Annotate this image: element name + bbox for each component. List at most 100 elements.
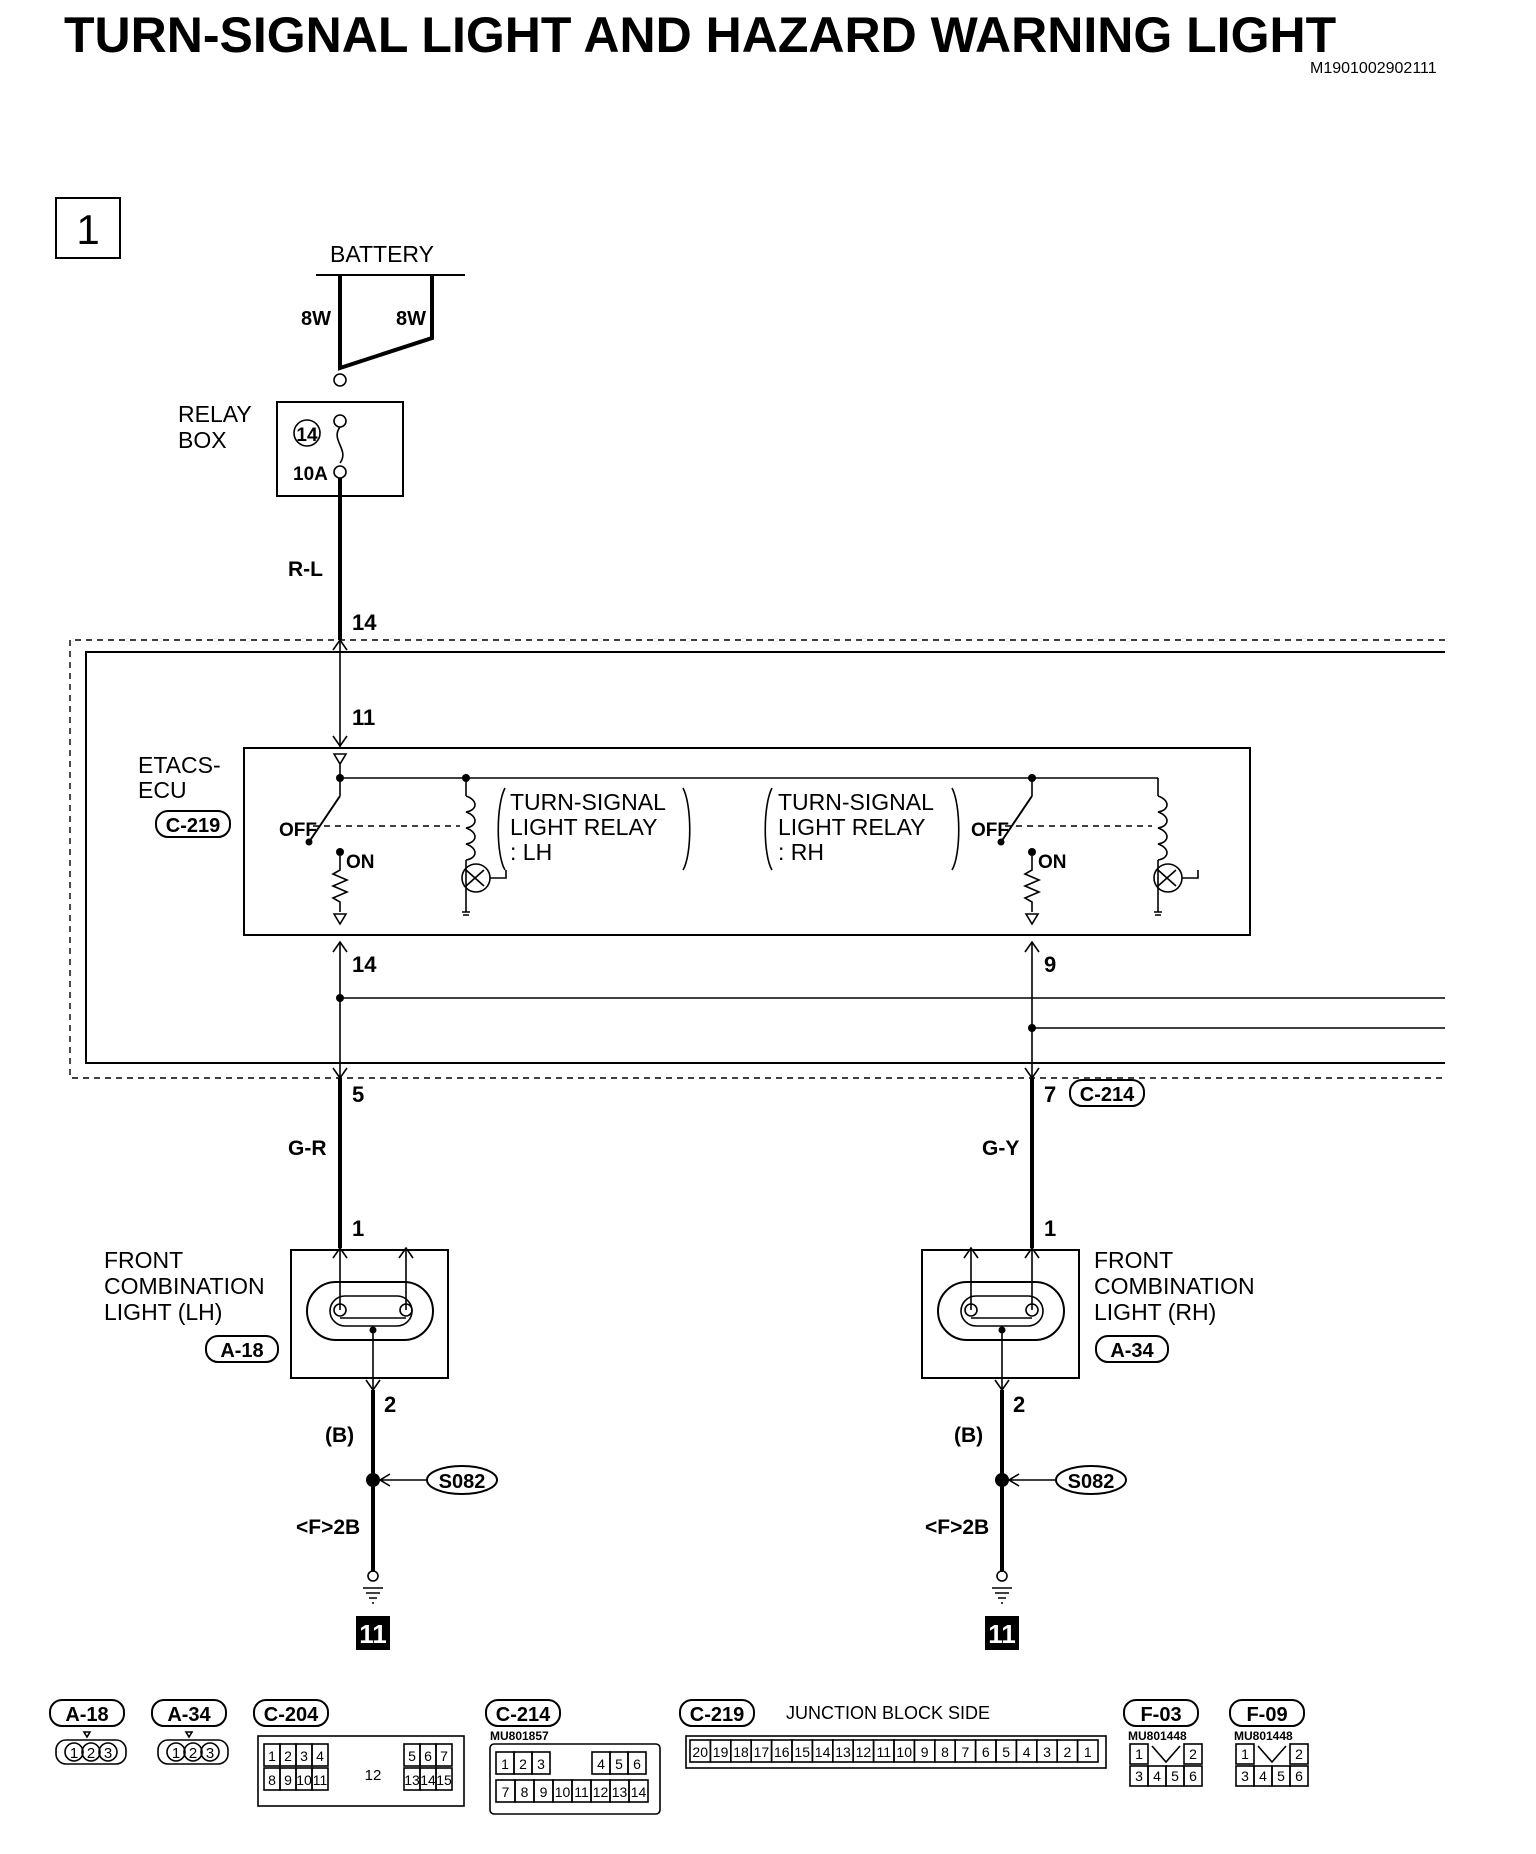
document-code: M1901002902111 — [1310, 60, 1437, 77]
lh-filament-2 — [399, 1303, 413, 1317]
conn-a18-pin: 2 — [87, 1745, 95, 1762]
conn-f09-name: F-09 — [1246, 1704, 1287, 1726]
front-lh-label-3: LIGHT (LH) — [104, 1299, 222, 1325]
lh-relay-label-3: : LH — [510, 839, 552, 865]
conn-c214-pin: 6 — [633, 1756, 641, 1772]
conn-c204-pin-cell — [435, 1743, 453, 1767]
rh-light-arrow-1 — [963, 1246, 979, 1259]
conn-f03-key — [1151, 1745, 1181, 1764]
rh-switch-off-contact — [997, 838, 1005, 846]
lh-transistor-leads — [465, 869, 507, 887]
conn-f03-name: F-03 — [1140, 1704, 1181, 1726]
pin-11: 11 — [352, 705, 375, 730]
lh-ground-ref: 11 — [359, 1619, 387, 1649]
conn-a34-name: A-34 — [167, 1704, 211, 1726]
conn-c204-pin-cell — [311, 1767, 329, 1791]
conn-c214-pin: 14 — [631, 1784, 647, 1800]
rh-bulb-leads — [970, 1250, 1033, 1310]
conn-a34-pin-ring — [183, 1742, 203, 1762]
lh-ground-point-label: <F>2B — [296, 1516, 360, 1539]
conn-a18-name: A-18 — [65, 1704, 108, 1726]
lh-resistor — [330, 856, 350, 912]
front-rh-connector: A-34 — [1110, 1340, 1154, 1362]
rh-splice-node — [995, 1473, 1009, 1487]
front-rh-connector-badge — [1095, 1335, 1169, 1363]
lh-ground-wire-label: (B) — [325, 1424, 354, 1447]
conn-a18-pin: 3 — [104, 1745, 112, 1762]
pin-9: 9 — [1044, 952, 1056, 977]
rh-splice-label: S082 — [1068, 1471, 1115, 1493]
conn-c219-pin: 2 — [1064, 1744, 1072, 1760]
lh-relay-paren-left — [497, 787, 506, 871]
fuse-number-circle — [293, 419, 321, 447]
rh-light-arrow-2 — [1024, 1246, 1040, 1259]
rh-ground-wire-label: (B) — [954, 1424, 983, 1447]
rh-relay-label-1: TURN-SIGNAL — [778, 789, 934, 815]
conn-a18-pin-ring — [64, 1742, 84, 1762]
lh-switch-on-contact — [336, 848, 344, 856]
rh-splice-pointer — [1007, 1473, 1055, 1487]
conn-f09-pin: 4 — [1259, 1768, 1267, 1784]
conn-c214-body — [489, 1743, 661, 1815]
rh-relay-coil — [1157, 795, 1168, 861]
conn-c204-pin: 9 — [284, 1772, 292, 1788]
conn-c214-pin-cell — [628, 1779, 649, 1803]
conn-c219-pin: 3 — [1043, 1744, 1051, 1760]
front-rh-label-2: COMBINATION — [1094, 1273, 1255, 1299]
conn-c214-pin: 9 — [540, 1784, 548, 1800]
rh-ground-terminal — [996, 1570, 1008, 1582]
conn-a18-pin: 1 — [70, 1745, 78, 1762]
lh-light-arrow-1 — [332, 1246, 348, 1259]
conn-f03-pin: 4 — [1153, 1768, 1161, 1784]
lh-switch-off: OFF — [279, 820, 317, 841]
conn-c214-pin: 1 — [501, 1756, 509, 1772]
conn-f03-pin: 3 — [1135, 1768, 1143, 1784]
conn-c219-pin: 5 — [1002, 1744, 1010, 1760]
conn-c214-pin-cell — [531, 1751, 551, 1775]
lh-bulb-leads — [339, 1250, 407, 1310]
conn-c204-pin-cell — [435, 1767, 453, 1791]
lh-splice-node — [366, 1473, 380, 1487]
fuse-rating: 10A — [293, 464, 328, 485]
conn-a34-key — [184, 1731, 194, 1739]
conn-c219-pin: 13 — [835, 1744, 851, 1760]
lh-resistor-ground-arrow — [332, 913, 348, 926]
conn-c219-name: C-219 — [690, 1704, 744, 1726]
relay-box-label-1: RELAY — [178, 401, 252, 427]
lh-splice-pointer — [378, 1473, 426, 1487]
conn-c214-pin: 10 — [555, 1784, 571, 1800]
conn-f03-part: MU801448 — [1128, 1729, 1187, 1743]
lh-ground-ref-box — [356, 1616, 390, 1650]
conn-c219-pin: 6 — [982, 1744, 990, 1760]
conn-a34-pins: 1 2 3 — [166, 1742, 220, 1762]
wire-g-y-label: G-Y — [982, 1137, 1019, 1160]
conn-c204-pin: 8 — [268, 1772, 276, 1788]
conn-f09-key — [1257, 1745, 1287, 1764]
conn-c204-pin: 2 — [284, 1748, 292, 1764]
conn-c204-pin: 7 — [440, 1748, 448, 1764]
conn-f03-pin: 2 — [1189, 1746, 1197, 1762]
lh-switch-on: ON — [346, 852, 375, 873]
conn-c204-pin: 14 — [420, 1772, 436, 1788]
conn-c219-pin: 18 — [733, 1744, 749, 1760]
conn-c219-pin: 19 — [713, 1744, 729, 1760]
conn-c214-part: MU801857 — [490, 1729, 549, 1743]
conn-c204-pin: 5 — [408, 1748, 416, 1764]
conn-a34-pin-ring — [200, 1742, 220, 1762]
rh-coil-ground — [1154, 911, 1162, 916]
pin-14-output: 14 — [352, 952, 377, 977]
lh-filament-1 — [333, 1303, 347, 1317]
rh-relay-label-2: LIGHT RELAY — [778, 814, 925, 840]
conn-c214-pin: 2 — [519, 1756, 527, 1772]
conn-c204-name: C-204 — [264, 1704, 319, 1726]
conn-f09-pin: 1 — [1241, 1746, 1249, 1762]
conn-c214-pin-cell — [627, 1751, 647, 1775]
rh-filament-1 — [964, 1303, 978, 1317]
pin-7: 7 — [1044, 1082, 1056, 1107]
conn-f03-pin-cell — [1129, 1743, 1149, 1765]
conn-c219-pin: 15 — [794, 1744, 810, 1760]
conn-f09-pin-cell — [1289, 1765, 1309, 1787]
front-lh-connector-badge — [205, 1335, 279, 1363]
